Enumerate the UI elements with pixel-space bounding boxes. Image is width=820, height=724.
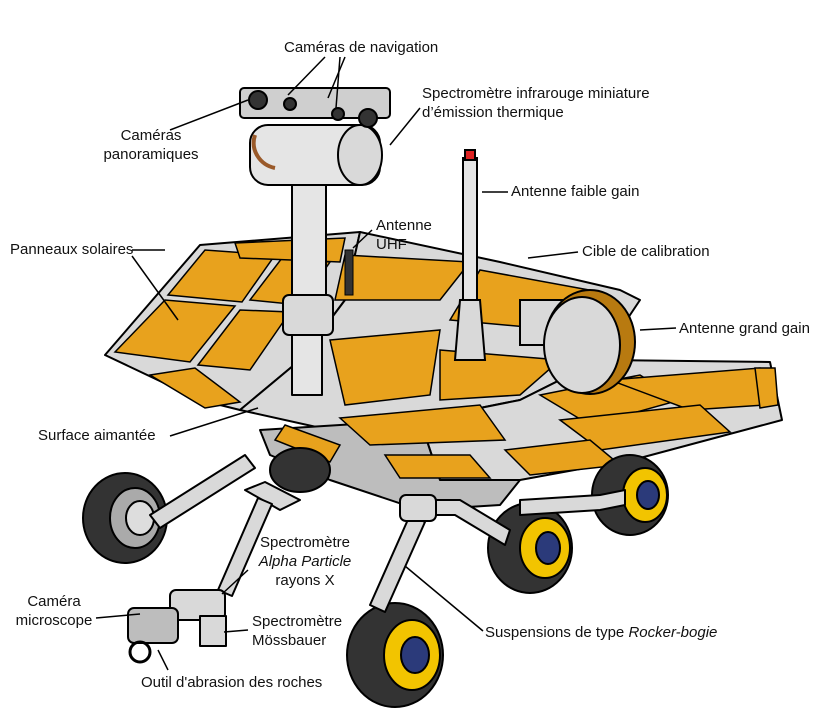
camera-bar [239, 87, 391, 128]
rocker-bogie-suspension [149, 454, 626, 613]
label-text: Suspensions de type [485, 624, 629, 641]
label-line: d’émission thermique [422, 104, 564, 121]
label-line: microscope [15, 612, 93, 629]
solar-cell [338, 404, 507, 446]
label-line: UHF [376, 236, 407, 253]
label-rock-abrasion-tool: Outil d'abrasion des roches [141, 674, 323, 691]
label-line: Spectromètre [259, 534, 351, 551]
label-line: Alpha Particle [258, 553, 352, 570]
label-line: rayons X [275, 572, 335, 589]
wheel-middle-right [487, 502, 573, 594]
label-uhf-antenna: Antenne UHF [376, 216, 432, 254]
high-gain-antenna [519, 289, 636, 395]
solar-cell [233, 237, 346, 263]
leader-lines [95, 56, 677, 671]
label-apxs: Spectromètre Alpha Particle rayons X [250, 533, 360, 590]
label-pan-cameras: Caméras panoramiques [96, 126, 206, 164]
label-line: panoramiques [103, 146, 199, 163]
pancam-mast [239, 87, 391, 396]
label-line: Spectromètre [252, 613, 343, 630]
label-nav-cameras: Caméras de navigation [284, 39, 439, 56]
label-mossbauer: Spectromètre Mössbauer [252, 612, 342, 650]
label-line: Caméra [27, 593, 81, 610]
solar-cell [273, 424, 342, 463]
label-magnet-surface: Surface aimantée [38, 427, 156, 444]
solar-cell [147, 367, 242, 409]
solar-cell [329, 329, 441, 406]
label-microscope-camera: Caméra microscope [8, 592, 100, 630]
instrument-turret [127, 589, 227, 664]
label-line: Antenne [376, 217, 432, 234]
label-low-gain-antenna: Antenne faible gain [511, 183, 640, 200]
label-high-gain-antenna: Antenne grand gain [679, 320, 810, 337]
label-text: Rocker-bogie [628, 624, 718, 641]
solar-cell [439, 349, 562, 401]
low-gain-antenna [453, 149, 487, 361]
label-suspension: Suspensions de type Rocker-bogie [485, 623, 717, 642]
label-line: Caméras [120, 127, 182, 144]
label-calibration-target: Cible de calibration [582, 243, 710, 260]
wheel-front-right [346, 602, 444, 708]
navcam-lens-right [331, 107, 345, 121]
wheels [82, 447, 669, 708]
label-solar-panels: Panneaux solaires [10, 241, 134, 258]
label-line: Spectromètre infrarouge miniature [422, 85, 650, 102]
instrument-arm [127, 481, 301, 664]
label-line: Mössbauer [252, 632, 327, 649]
uhf-antenna [344, 249, 354, 296]
pancam-lens-left [248, 90, 268, 110]
solar-cell [113, 299, 237, 363]
wheel-rear-left [269, 447, 331, 493]
solar-cell [383, 454, 492, 479]
navcam-lens-left [283, 97, 297, 111]
wheel-rear-right [591, 454, 669, 536]
pancam-lens-right [358, 108, 378, 128]
solar-cell [754, 367, 779, 409]
wheel-front-left [82, 472, 168, 564]
label-mini-tes: Spectromètre infrarouge miniature d’émis… [422, 84, 650, 122]
solar-cell [334, 254, 472, 301]
